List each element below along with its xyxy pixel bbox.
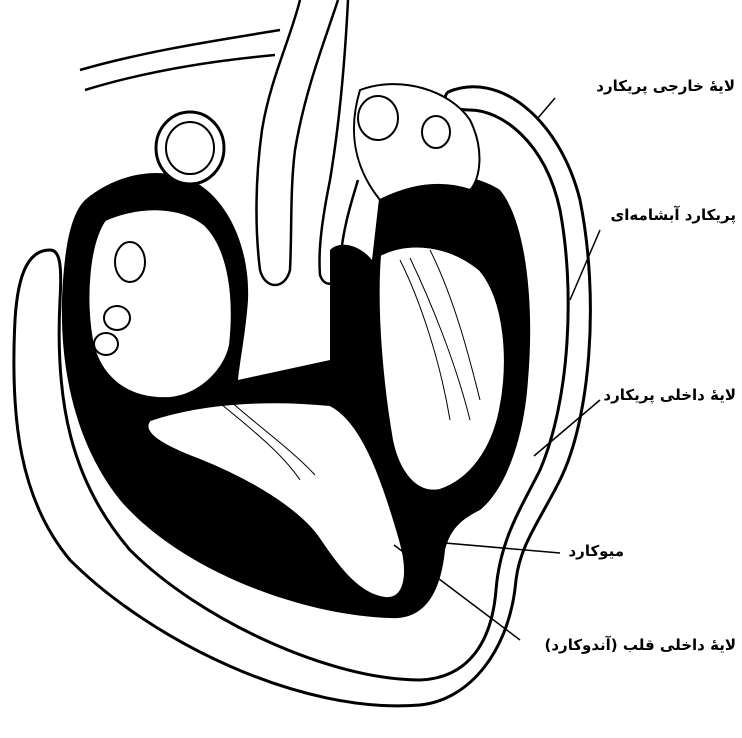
- outer-pericardium-label: لایهٔ خارجی پریکارد: [596, 77, 735, 95]
- serous-pericardium-label: پریکارد آبشامه‌ای: [611, 206, 736, 224]
- inner-pericardium-label: لایهٔ داخلی پریکارد: [603, 386, 736, 404]
- myocardium-label: میوکارد: [568, 542, 624, 560]
- endocardium-label: لایهٔ داخلی قلب (آندوکارد): [545, 636, 737, 654]
- superior-vessel-left: [80, 30, 280, 90]
- aorta-vessel: [256, 0, 338, 285]
- right-atrium-chamber: [88, 209, 231, 398]
- pulmonary-trunk-vessel: [319, 0, 358, 284]
